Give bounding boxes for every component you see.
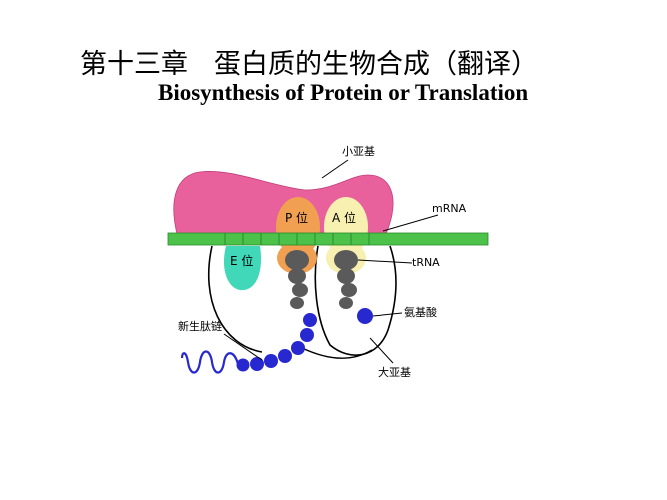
amino-acid bbox=[357, 308, 373, 324]
label-trna: tRNA bbox=[412, 256, 440, 269]
trna-p-site bbox=[285, 250, 309, 309]
large-subunit-outline bbox=[208, 245, 397, 356]
e-site bbox=[223, 246, 262, 291]
a-site-label: A 位 bbox=[332, 210, 356, 225]
label-nascent-peptide: 新生肽链 bbox=[178, 319, 222, 333]
chapter-label: 第十三章 bbox=[80, 49, 188, 80]
title-chinese: 第十三章蛋白质的生物合成（翻译） bbox=[80, 42, 640, 81]
trna-a-site bbox=[334, 250, 358, 309]
leader-lines bbox=[223, 159, 439, 364]
chapter-title: 蛋白质的生物合成（翻译） bbox=[214, 49, 538, 80]
label-large-subunit: 大亚基 bbox=[378, 365, 411, 379]
codon-ticks bbox=[224, 233, 370, 245]
label-amino-acid: 氨基酸 bbox=[404, 305, 437, 319]
mrna-strand bbox=[167, 232, 489, 246]
peptide-helix bbox=[180, 350, 240, 374]
large-subunit-lower bbox=[295, 344, 373, 359]
e-site-label: E 位 bbox=[230, 253, 253, 268]
p-site-label: P 位 bbox=[285, 210, 308, 225]
label-small-subunit: 小亚基 bbox=[342, 145, 375, 158]
peptide-chain bbox=[236, 313, 317, 372]
title-english: Biosynthesis of Protein or Translation bbox=[158, 80, 529, 105]
label-mrna: mRNA bbox=[432, 202, 467, 215]
